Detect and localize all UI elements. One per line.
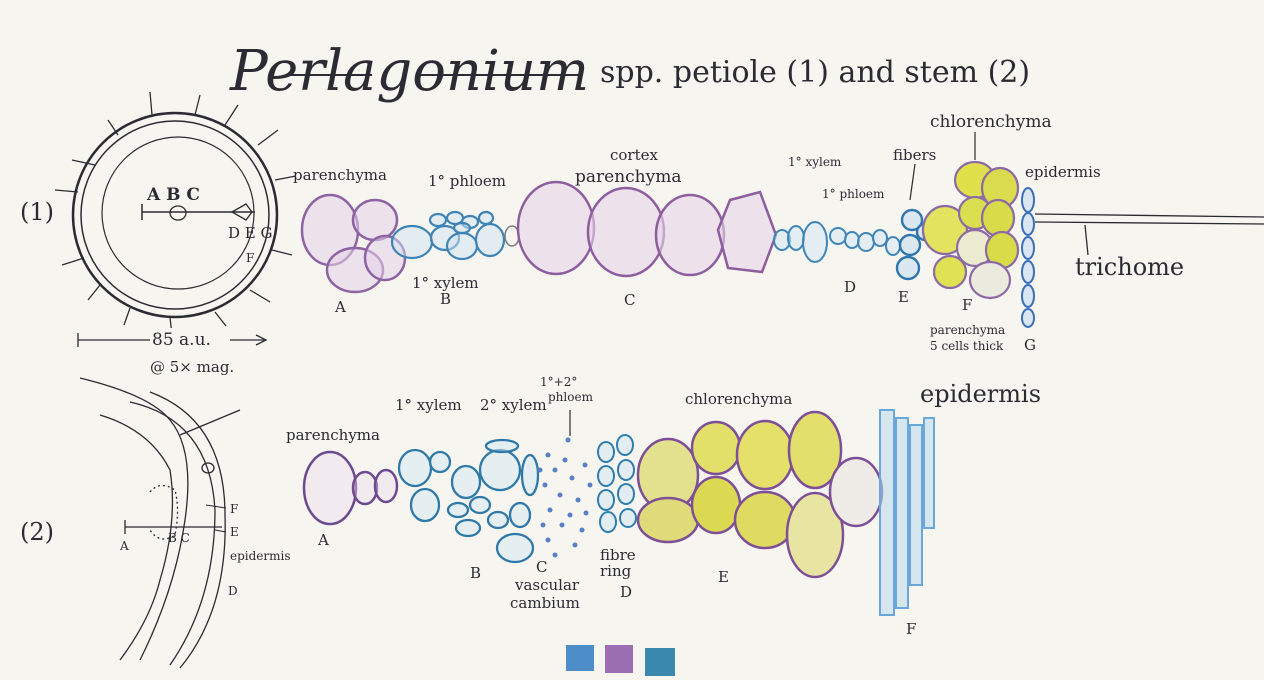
- title-main: Perlagonium: [229, 39, 589, 104]
- stem-detail: [304, 410, 934, 615]
- trichome: [1035, 214, 1264, 255]
- swatch-teal: [645, 648, 675, 676]
- petiole-vascular-bundle: [170, 206, 186, 220]
- overview1-number: (1): [20, 198, 54, 226]
- petiole-label-parenchyma-note2: 5 cells thick: [930, 339, 1004, 353]
- stem-label-phloem12-b: phloem: [548, 390, 594, 404]
- overview2-number: (2): [20, 518, 54, 546]
- stem-label-xylem1: 1° xylem: [395, 396, 462, 414]
- petiole-inner-ring: [81, 121, 269, 309]
- petiole-overview: A B C D E G F: [55, 92, 296, 334]
- paint-swatches: [566, 645, 675, 676]
- stem-parenchyma-cells: [304, 452, 397, 524]
- petiole-label-cortex: cortex: [610, 146, 659, 164]
- overview1-letter-f: F: [246, 251, 254, 265]
- overview2-letter-e: E: [230, 525, 239, 539]
- petiole-label-epidermis: epidermis: [1025, 163, 1101, 181]
- overview2-letters-bc: B C: [168, 531, 190, 545]
- stem-chlorenchyma-cells: [638, 412, 882, 577]
- title-sub: spp. petiole (1) and stem (2): [600, 55, 1030, 90]
- swatch-blue: [566, 645, 594, 671]
- stem-letter-c: C: [536, 558, 547, 576]
- stem-label-chlorenchyma: chlorenchyma: [685, 390, 792, 408]
- petiole-label-fibers: fibers: [893, 146, 936, 164]
- petiole-label-phloem1-right: 1° phloem: [822, 187, 885, 201]
- petiole-letter-b: B: [440, 290, 451, 308]
- petiole-cortex-ring: [102, 137, 254, 289]
- petiole-label-chlorenchyma: chlorenchyma: [930, 112, 1052, 132]
- stem-epidermis-cells: [880, 410, 934, 615]
- stem-label-epidermis: epidermis: [920, 380, 1041, 408]
- stem-letter-d: D: [620, 583, 632, 601]
- overview1-letters-deg: D E G: [228, 224, 273, 242]
- petiole-label-phloem1: 1° phloem: [428, 172, 506, 190]
- petiole-letter-d: D: [844, 278, 856, 296]
- petiole-letter-e: E: [898, 288, 909, 306]
- stem-letter-a: A: [317, 531, 329, 549]
- petiole-label-parenchyma-note1: parenchyma: [930, 323, 1005, 337]
- stem-label-ring: ring: [600, 562, 632, 580]
- petiole-hairs: [55, 92, 296, 334]
- stem-label-xylem2: 2° xylem: [480, 396, 547, 414]
- petiole-vascular-cells-b: [392, 212, 504, 259]
- stem-fibre-cells: [598, 435, 636, 532]
- petiole-label-xylem1-right: 1° xylem: [788, 155, 842, 169]
- stem-letter-b: B: [470, 564, 481, 582]
- overview2-letter-d: D: [228, 584, 238, 598]
- petiole-letter-g: G: [1024, 336, 1036, 354]
- stem-xylem-cells: [399, 440, 538, 562]
- overview2-letter-a: A: [119, 539, 129, 553]
- stem-letter-f: F: [906, 620, 916, 638]
- stem-phloem-dots: [538, 438, 593, 558]
- petiole-letter-f: F: [962, 296, 972, 314]
- petiole-letter-a: A: [334, 298, 346, 316]
- petiole-label-trichome: trichome: [1075, 253, 1184, 281]
- overview2-letter-f: F: [230, 502, 238, 516]
- stem-letter-e: E: [718, 568, 729, 586]
- stem-label-vascular: vascular: [514, 576, 580, 594]
- petiole-outer-ring: [73, 113, 277, 317]
- petiole-label-parenchyma: parenchyma: [293, 166, 387, 184]
- stem-overview: [80, 378, 240, 668]
- scale-text: 85 a.u.: [152, 330, 211, 350]
- petiole-cortex-cells: [518, 182, 776, 276]
- stem-label-phloem12-a: 1°+2°: [540, 375, 577, 389]
- petiole-parenchyma-cells: [302, 195, 405, 292]
- overview1-letters-abc: A B C: [146, 185, 200, 205]
- overview2-epidermis: epidermis: [230, 549, 291, 563]
- petiole-vascular-cells-d: [774, 222, 900, 262]
- petiole-epidermis-cells: [1022, 188, 1034, 327]
- petiole-chlorenchyma-cells: [923, 162, 1018, 298]
- petiole-letter-c: C: [624, 291, 635, 309]
- swatch-purple: [605, 645, 633, 673]
- petiole-label-cortex-parenchyma: parenchyma: [575, 167, 681, 187]
- mag-text: @ 5× mag.: [150, 358, 234, 376]
- stem-label-parenchyma: parenchyma: [286, 426, 380, 444]
- stem-label-cambium: cambium: [510, 594, 580, 612]
